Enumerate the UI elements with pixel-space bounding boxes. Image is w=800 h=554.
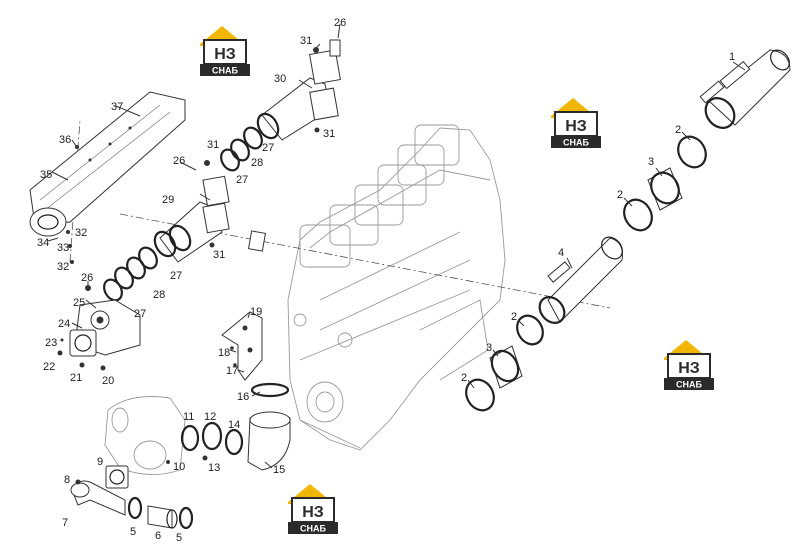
part-24-turbo-flange xyxy=(69,299,141,357)
callout-31: 31 xyxy=(207,139,219,151)
callout-26: 26 xyxy=(81,272,93,284)
callout-37: 37 xyxy=(111,101,123,113)
callout-1: 1 xyxy=(729,51,735,63)
callout-5: 5 xyxy=(176,532,182,544)
part-30-manifold-rear xyxy=(256,39,341,141)
part-8-bolt xyxy=(75,479,81,485)
callout-33: 33 xyxy=(57,242,69,254)
callout-32: 32 xyxy=(57,261,69,273)
callout-10: 10 xyxy=(173,461,185,473)
part-bolt xyxy=(66,145,79,264)
leader-lines xyxy=(47,23,746,469)
callout-27: 27 xyxy=(134,308,146,320)
callout-4: 4 xyxy=(558,247,564,259)
callout-31: 31 xyxy=(300,35,312,47)
part-12-ring xyxy=(201,421,223,451)
part-2-clamp xyxy=(677,135,707,169)
callout-27: 27 xyxy=(262,142,274,154)
callout-13: 13 xyxy=(208,462,220,474)
callout-35: 35 xyxy=(40,169,52,181)
part-29-manifold-front xyxy=(153,175,230,263)
callout-2: 2 xyxy=(675,124,681,136)
callout-5: 5 xyxy=(130,526,136,538)
logo-watermark: НЗ СНАБ xyxy=(199,25,251,77)
logo-caption-text: СНАБ xyxy=(212,66,238,76)
logo-watermark: НЗ СНАБ xyxy=(550,97,602,149)
logo-watermark: НЗ СНАБ xyxy=(663,339,715,391)
callout-24: 24 xyxy=(58,318,70,330)
callout-28: 28 xyxy=(251,157,263,169)
part-16-clamp xyxy=(250,382,290,398)
callout-14: 14 xyxy=(228,419,240,431)
logo-caption-text: СНАБ xyxy=(676,380,702,390)
part-9-flange xyxy=(105,465,129,489)
callout-27: 27 xyxy=(236,174,248,186)
callout-2: 2 xyxy=(511,311,517,323)
part-11-gasket xyxy=(180,424,200,452)
logo-caption-text: СНАБ xyxy=(563,138,589,148)
callout-36: 36 xyxy=(59,134,71,146)
part-3-sleeve xyxy=(647,167,683,211)
callout-3: 3 xyxy=(648,156,654,168)
part-6-sleeve xyxy=(147,505,178,529)
callout-15: 15 xyxy=(273,464,285,476)
callout-31: 31 xyxy=(213,249,225,261)
callout-2: 2 xyxy=(461,372,467,384)
callout-32: 32 xyxy=(75,227,87,239)
part-27-ring xyxy=(103,126,263,302)
part-gasket xyxy=(247,230,267,252)
part-2-clamp xyxy=(516,314,544,346)
part-15-elbow xyxy=(247,411,291,471)
callout-22: 22 xyxy=(43,361,55,373)
part-7-pipe xyxy=(70,480,126,516)
callout-34: 34 xyxy=(37,237,49,249)
callout-26: 26 xyxy=(173,155,185,167)
part-13-bolt xyxy=(202,455,208,461)
callout-7: 7 xyxy=(62,517,68,529)
callout-20: 20 xyxy=(102,375,114,387)
engine-block xyxy=(287,124,506,451)
callout-28: 28 xyxy=(153,289,165,301)
logo-mark-text: НЗ xyxy=(678,360,700,377)
part-2-clamp xyxy=(465,378,495,412)
callout-8: 8 xyxy=(64,474,70,486)
callout-9: 9 xyxy=(97,456,103,468)
part-5-clamp xyxy=(127,496,194,530)
part-19-bracket xyxy=(221,311,263,381)
logo-mark-text: НЗ xyxy=(302,504,324,521)
logo-caption-text: СНАБ xyxy=(300,524,326,534)
logo-mark-text: НЗ xyxy=(214,46,236,63)
callout-29: 29 xyxy=(162,194,174,206)
callout-2: 2 xyxy=(617,189,623,201)
callout-16: 16 xyxy=(237,391,249,403)
callout-labels: 1 2 2 2 2 3 3 4 5 5 6 7 8 9 10 11 12 13 … xyxy=(37,17,735,544)
callout-21: 21 xyxy=(70,372,82,384)
callout-17: 17 xyxy=(226,365,238,377)
part-14-clamp xyxy=(224,428,244,456)
callout-30: 30 xyxy=(274,73,286,85)
callout-6: 6 xyxy=(155,530,161,542)
logo-mark-text: НЗ xyxy=(565,118,587,135)
callout-31: 31 xyxy=(323,128,335,140)
callout-3: 3 xyxy=(486,342,492,354)
callout-11: 11 xyxy=(183,411,194,423)
part-2-clamp xyxy=(623,198,653,232)
callout-19: 19 xyxy=(250,306,262,318)
callout-27: 27 xyxy=(170,270,182,282)
part-37-heat-shield xyxy=(29,91,186,237)
part-3-sleeve xyxy=(489,345,523,389)
callout-12: 12 xyxy=(204,411,216,423)
callout-23: 23 xyxy=(45,337,57,349)
logo-watermark: НЗ СНАБ xyxy=(287,483,339,535)
part-10-bolt xyxy=(166,460,170,464)
part-bolt xyxy=(57,47,320,371)
callout-25: 25 xyxy=(73,297,85,309)
part-1-intake-pipe xyxy=(699,49,791,129)
part-4-pipe xyxy=(538,236,623,324)
callout-18: 18 xyxy=(218,347,230,359)
callout-26: 26 xyxy=(334,17,346,29)
